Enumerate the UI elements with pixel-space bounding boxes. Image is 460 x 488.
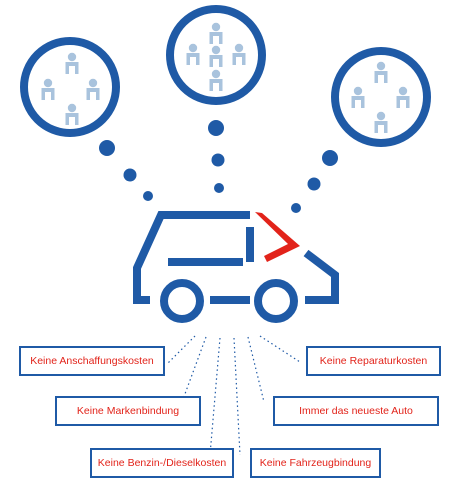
- person-icon: [209, 69, 223, 91]
- label-keine-benzin-dieselkosten: Keine Benzin-/Dieselkosten: [90, 448, 234, 478]
- person-icon: [374, 61, 388, 83]
- wheel-rear: [254, 279, 298, 323]
- person-icon: [186, 43, 200, 65]
- people-group-left: [20, 37, 120, 137]
- person-icon: [86, 78, 100, 100]
- label-immer-das-neueste-auto: Immer das neueste Auto: [273, 396, 439, 426]
- label-keine-reparaturkosten: Keine Reparaturkosten: [306, 346, 441, 376]
- people-group-right: [331, 47, 431, 147]
- label-keine-anschaffungskosten: Keine Anschaffungskosten: [19, 346, 165, 376]
- people-group-icon: [41, 52, 100, 125]
- dot-trail-center: [208, 120, 225, 193]
- wheel-front: [160, 279, 204, 323]
- person-icon: [351, 86, 365, 108]
- people-group-center: [166, 5, 266, 105]
- group-circle: [331, 47, 431, 147]
- person-icon: [396, 86, 410, 108]
- group-circle: [20, 37, 120, 137]
- group-circle: [166, 5, 266, 105]
- people-group-icon: [186, 22, 246, 91]
- car-icon: [133, 211, 339, 323]
- label-keine-markenbindung: Keine Markenbindung: [55, 396, 201, 426]
- dot-trail-right: [291, 150, 338, 213]
- person-icon: [65, 52, 79, 74]
- person-icon: [374, 111, 388, 133]
- person-icon: [65, 103, 79, 125]
- label-keine-fahrzeugbindung: Keine Fahrzeugbindung: [250, 448, 381, 478]
- person-icon: [209, 45, 223, 67]
- person-icon: [41, 78, 55, 100]
- car-accent: [255, 212, 300, 262]
- connector-lines: [166, 335, 301, 456]
- dot-trail-left: [99, 140, 153, 201]
- people-group-icon: [351, 61, 410, 133]
- person-icon: [232, 43, 246, 65]
- person-icon: [209, 22, 223, 44]
